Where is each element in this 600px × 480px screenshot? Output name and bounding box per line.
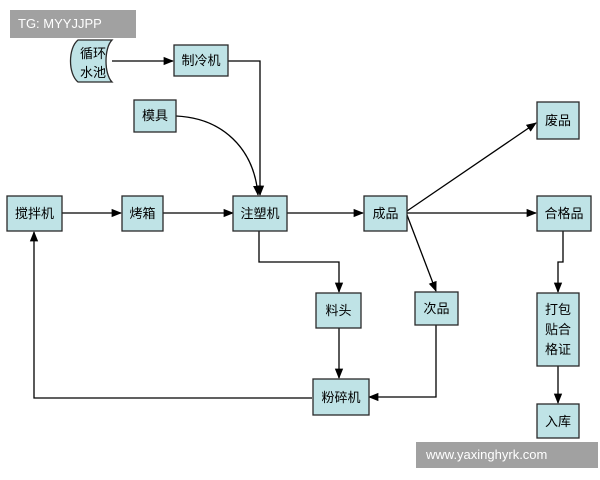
node-water-tank-label-2: 水池 <box>80 66 106 81</box>
node-mixer-label: 搅拌机 <box>15 206 54 222</box>
edge-defective-to-crusher <box>367 325 437 402</box>
node-storage-box <box>536 403 580 439</box>
node-chiller-box <box>173 44 229 77</box>
edge-injection-to-sprue <box>258 231 344 294</box>
node-injection: 注塑机 <box>232 195 288 232</box>
edge-finished-to-waste <box>406 122 537 212</box>
edge-crusher-to-mixer <box>29 230 312 399</box>
node-crusher: 粉碎机 <box>312 378 370 416</box>
edge-mold-to-injection <box>175 115 262 197</box>
edge-chiller-to-injection <box>228 60 265 197</box>
node-mixer: 搅拌机 <box>6 195 63 232</box>
node-defective-label: 次品 <box>423 301 449 317</box>
node-pack: 打包 贴合 格证 <box>536 292 580 367</box>
nodes: 循环 水池 制冷机 模具 搅拌机 烤箱 注塑机 成品 <box>6 39 592 439</box>
node-qualified-box <box>536 195 592 232</box>
node-waste: 废品 <box>536 101 580 140</box>
node-storage: 入库 <box>536 403 580 439</box>
watermark-bottom-right: www.yaxinghyrk.com <box>416 442 598 468</box>
node-chiller: 制冷机 <box>173 44 229 77</box>
node-crusher-label: 粉碎机 <box>321 391 360 406</box>
node-injection-box <box>232 195 288 232</box>
node-finished-label: 成品 <box>372 207 398 222</box>
watermark-top-left: TG: MYYJJPP <box>10 10 136 38</box>
edge-qualified-to-pack <box>553 231 564 294</box>
node-qualified: 合格品 <box>536 195 592 232</box>
node-mold: 模具 <box>133 99 177 133</box>
node-pack-label-1: 打包 <box>545 303 571 318</box>
node-waste-label: 废品 <box>545 113 571 129</box>
node-oven: 烤箱 <box>121 195 164 232</box>
node-waste-box <box>536 101 580 140</box>
node-injection-label: 注塑机 <box>240 207 279 222</box>
edges <box>29 56 564 405</box>
node-pack-box <box>536 292 580 367</box>
node-chiller-label: 制冷机 <box>181 54 220 69</box>
node-defective-box <box>414 291 459 326</box>
node-storage-label: 入库 <box>545 414 571 430</box>
node-water-tank: 循环 水池 <box>69 39 114 83</box>
node-sprue: 料头 <box>315 292 362 329</box>
node-sprue-box <box>315 292 362 329</box>
node-water-tank-shape <box>69 39 114 83</box>
node-defective: 次品 <box>414 291 459 326</box>
node-oven-box <box>121 195 164 232</box>
node-mold-label: 模具 <box>142 109 168 124</box>
node-mold-box <box>133 99 177 133</box>
node-crusher-box <box>312 378 370 416</box>
node-finished-box <box>363 195 408 232</box>
node-sprue-label: 料头 <box>325 304 351 319</box>
node-pack-label-2: 贴合 <box>545 323 571 338</box>
node-oven-label: 烤箱 <box>129 206 155 222</box>
node-qualified-label: 合格品 <box>544 206 583 222</box>
node-water-tank-label-1: 循环 <box>80 47 106 62</box>
node-pack-label-3: 格证 <box>545 342 571 358</box>
node-mixer-box <box>6 195 63 232</box>
node-finished: 成品 <box>363 195 408 232</box>
edge-finished-to-defective <box>406 214 437 292</box>
